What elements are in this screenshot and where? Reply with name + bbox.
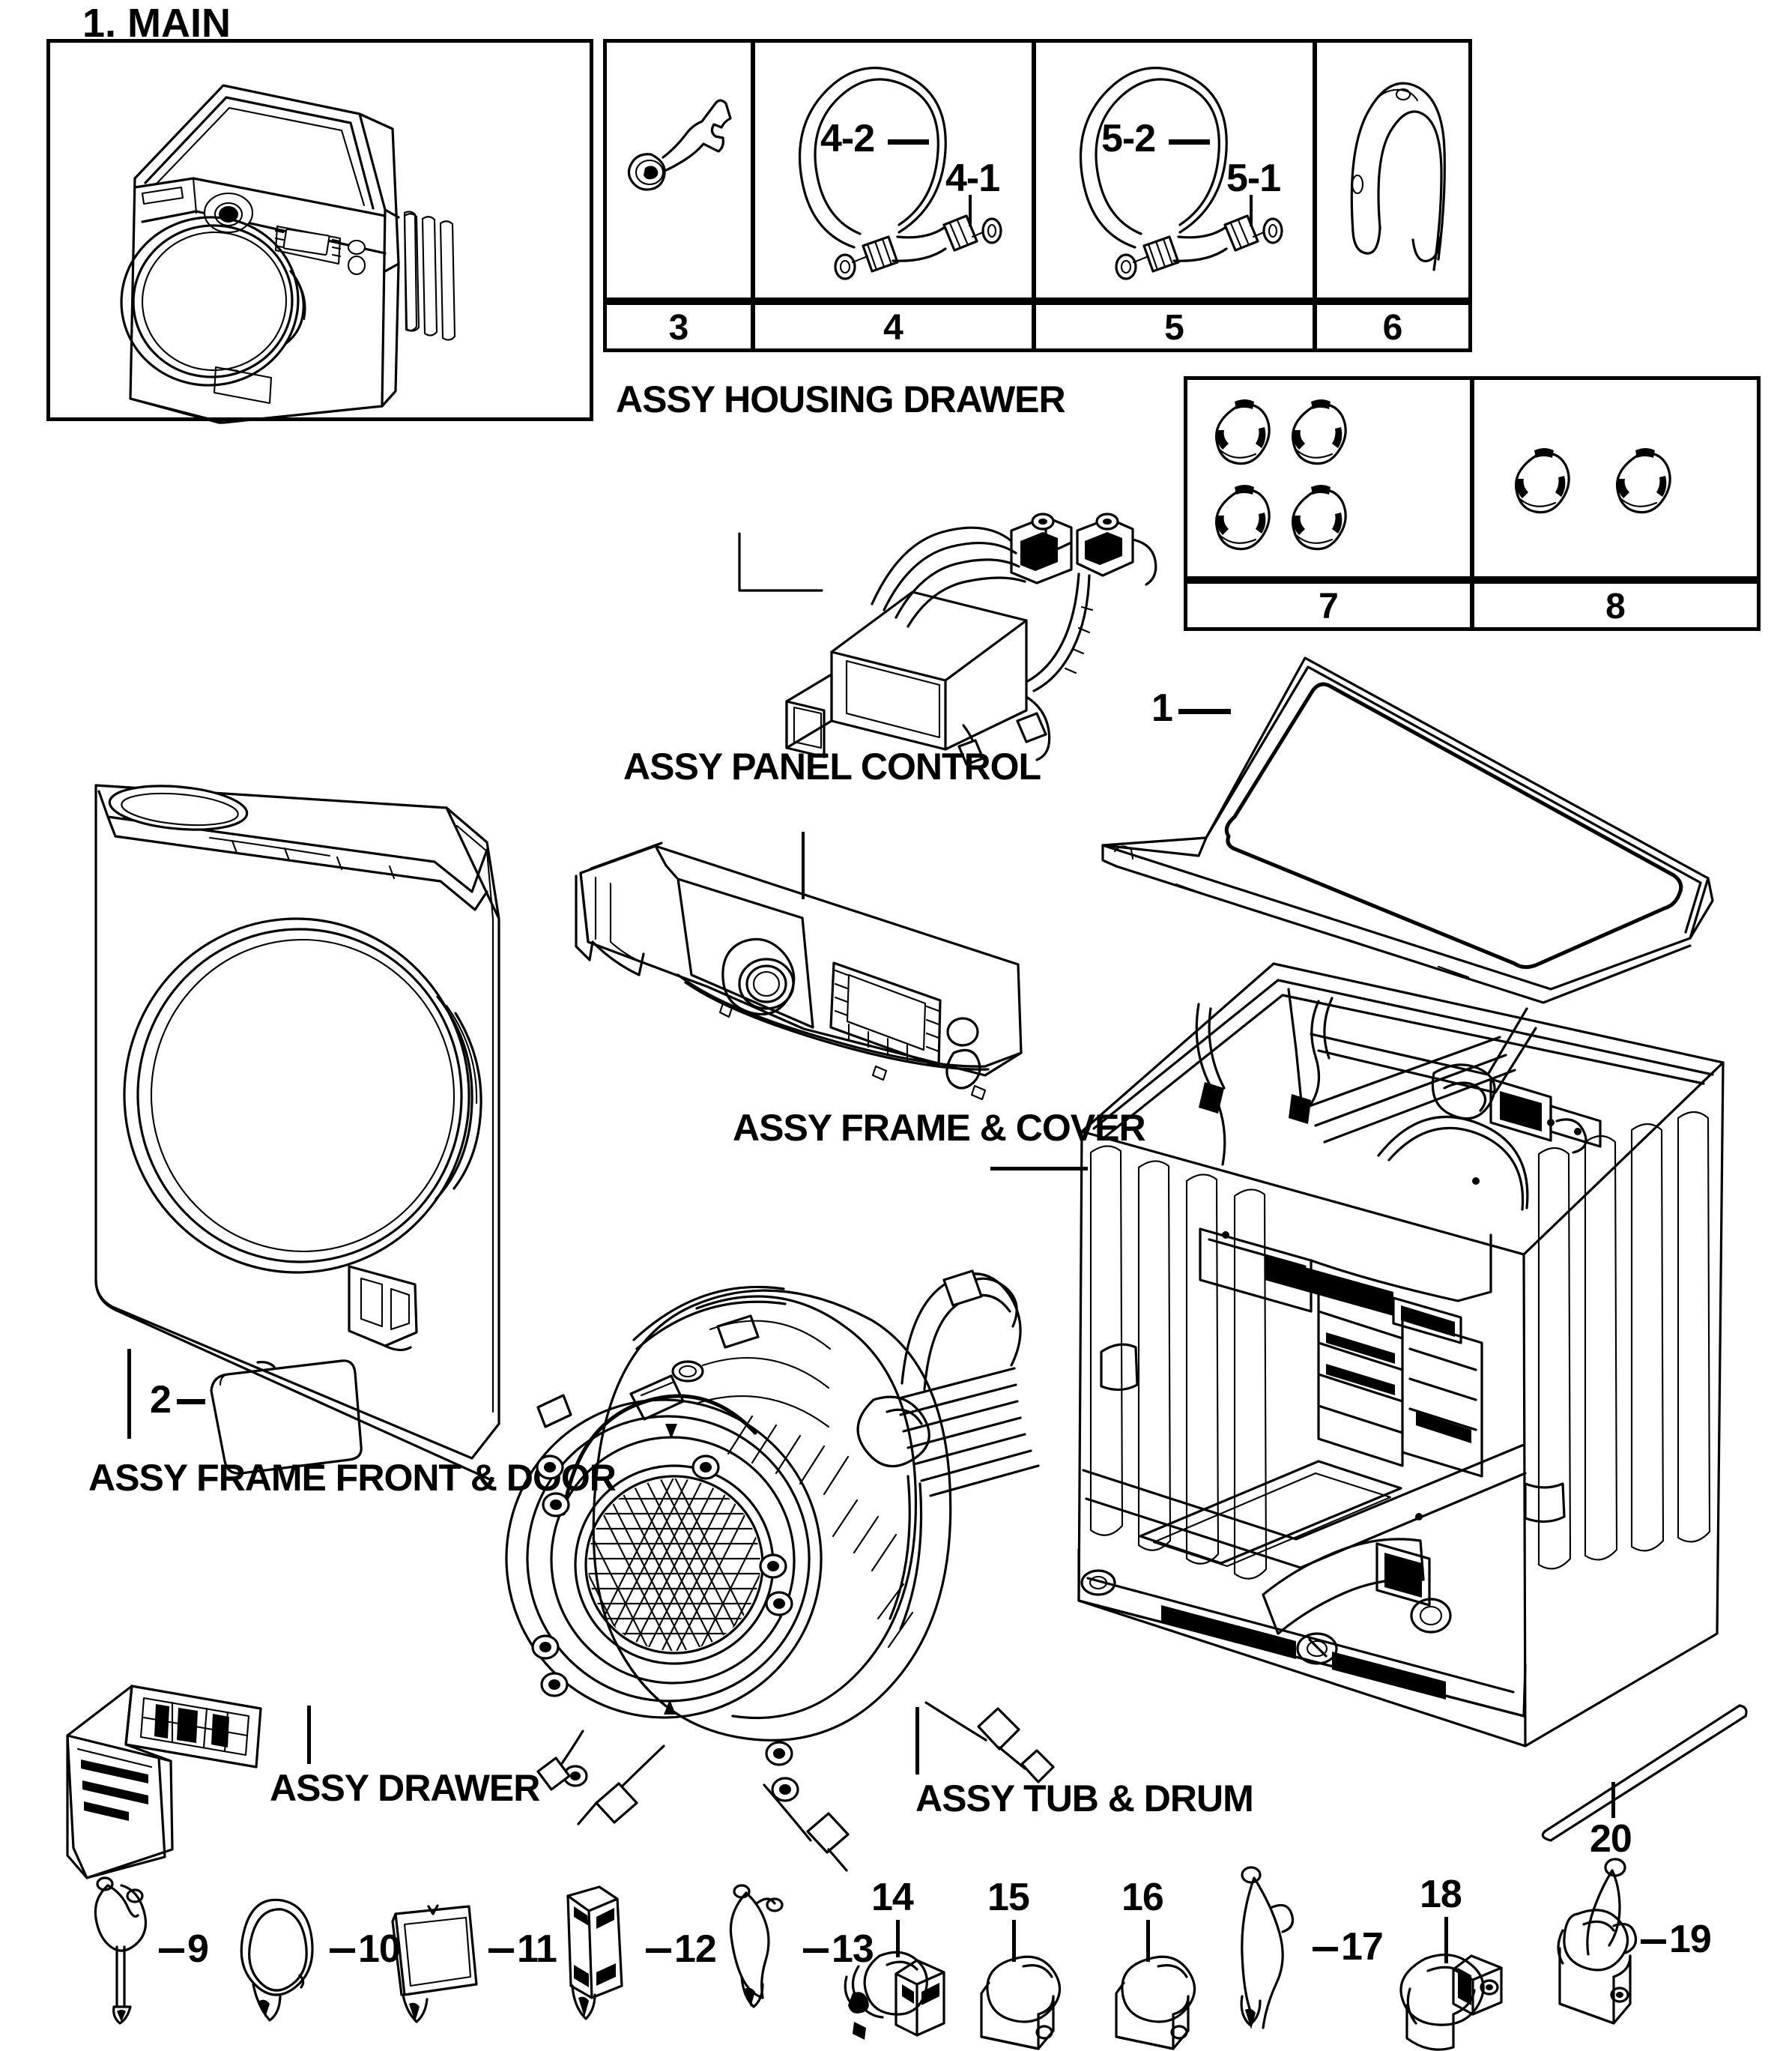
assy-panel-control-label: ASSY PANEL CONTROL: [623, 746, 1041, 788]
part-box-5-frame: [1034, 39, 1315, 301]
assy-tub-drum-leader: [915, 1707, 919, 1774]
small-part-10-leader: [330, 1948, 355, 1953]
small-part-15-number: 15: [987, 1876, 1030, 1919]
small-part-11-leader: [488, 1948, 514, 1953]
frame-and-cover-cabinet: [1077, 962, 1725, 1748]
part-box-7-number: 7: [1184, 580, 1472, 631]
small-part-14-leader: [896, 1920, 900, 1957]
assy-housing-drawer-label: ASSY HOUSING DRAWER: [616, 378, 1066, 420]
part-box-8-frame: [1472, 376, 1761, 580]
small-part-19-number: 19: [1669, 1918, 1712, 1961]
part-box-4-number: 4: [753, 301, 1034, 352]
small-part-14-number: 14: [871, 1876, 914, 1919]
small-part-15-p-clamp-icon: [980, 1955, 1062, 2050]
washer-full-view: [120, 84, 456, 424]
assy-housing-drawer-leader: [738, 532, 823, 592]
small-part-16-leader: [1146, 1920, 1150, 1962]
tub-and-drum-assembly: [505, 1269, 1055, 1872]
part-box-7-frame: [1184, 376, 1472, 580]
small-part-16-p-clamp-icon: [1115, 1955, 1196, 2050]
part-box-6-number: 6: [1315, 301, 1472, 352]
main-washer-frame: [46, 39, 593, 421]
small-part-19-bracket-clamp-icon: [1557, 1858, 1638, 2025]
assy-frame-front-door-leader: [127, 1349, 131, 1439]
callout-1-leader: [1178, 709, 1231, 714]
small-part-17-wire-holder-icon: [1240, 1866, 1295, 2029]
callout-4-1: 4-1: [945, 157, 1000, 200]
small-part-14-hose-clamp-icon: [844, 1951, 945, 2040]
small-part-12-number: 12: [674, 1927, 717, 1971]
assy-frame-cover-label: ASSY FRAME & COVER: [733, 1107, 1146, 1149]
part-box-8-number: 8: [1472, 580, 1761, 631]
small-part-19-leader: [1641, 1939, 1666, 1944]
housing-drawer-assembly: [785, 513, 1157, 766]
small-part-13-number: 13: [832, 1927, 874, 1971]
top-cover-plate: [1101, 656, 1714, 1004]
small-part-17-leader: [1313, 1947, 1338, 1951]
page-title: 1. MAIN: [82, 1, 231, 46]
long-rod-part-20: [1541, 1704, 1748, 1842]
hose-hanger-icon: [1350, 82, 1446, 271]
part-box-6-frame: [1315, 39, 1472, 301]
small-part-17-number: 17: [1341, 1925, 1384, 1969]
detergent-drawer: [66, 1685, 262, 1879]
small-part-11-number: 11: [517, 1927, 557, 1971]
small-part-15-leader: [1012, 1920, 1016, 1962]
access-cover-panel: [210, 1359, 363, 1475]
small-part-18-number: 18: [1420, 1873, 1462, 1916]
small-part-18-leader: [1444, 1917, 1448, 1963]
callout-2: 2: [150, 1378, 172, 1422]
callout-1: 1: [1151, 686, 1173, 730]
callout-20: 20: [1590, 1817, 1632, 1861]
assy-frame-cover-leader: [990, 1167, 1088, 1171]
small-part-13-wire-clamp-icon: [729, 1884, 784, 2008]
small-part-18-tube-clamp-icon: [1399, 1954, 1503, 2051]
small-part-9-spring-wire-clamp-icon: [94, 1876, 147, 2025]
callout-5-2: 5-2: [1101, 117, 1156, 160]
part-box-5-number: 5: [1034, 301, 1315, 352]
part-box-4-frame: [753, 39, 1034, 301]
clip-group-7-icon: [1214, 399, 1347, 551]
small-part-13-leader: [803, 1948, 829, 1953]
wrench-icon: [627, 99, 732, 191]
callout-2-leader: [177, 1399, 205, 1404]
assy-tub-drum-label: ASSY TUB & DRUM: [915, 1777, 1254, 1819]
small-part-16-number: 16: [1121, 1876, 1164, 1919]
small-part-9-leader: [159, 1948, 184, 1953]
callout-5-1-leader: [1250, 195, 1253, 226]
assy-drawer-leader: [307, 1706, 311, 1764]
callout-4-2: 4-2: [820, 117, 875, 160]
callout-5-2-leader: [1169, 139, 1210, 145]
small-part-10-ring-clamp-icon: [240, 1898, 314, 2022]
assy-panel-control-leader: [802, 832, 805, 899]
part-box-3-number: 3: [603, 301, 753, 352]
callout-4-2-leader: [888, 139, 929, 145]
small-part-9-number: 9: [187, 1927, 209, 1971]
inlet-hose-5-icon: [1080, 67, 1283, 280]
part-box-3-frame: [603, 39, 753, 301]
inlet-hose-4-icon: [799, 67, 1002, 280]
small-part-12-leader: [646, 1948, 671, 1953]
control-panel-assembly: [575, 842, 1023, 1101]
clip-group-8-icon: [1514, 448, 1671, 514]
callout-5-1: 5-1: [1226, 157, 1281, 200]
callout-4-1-leader: [969, 195, 972, 226]
small-part-11-square-bracket-clip-icon: [391, 1904, 478, 2023]
assy-drawer-label: ASSY DRAWER: [270, 1767, 540, 1809]
small-part-12-channel-clip-icon: [566, 1885, 623, 2020]
callout-20-leader: [1611, 1782, 1615, 1818]
frame-front-and-door: [94, 784, 500, 1482]
